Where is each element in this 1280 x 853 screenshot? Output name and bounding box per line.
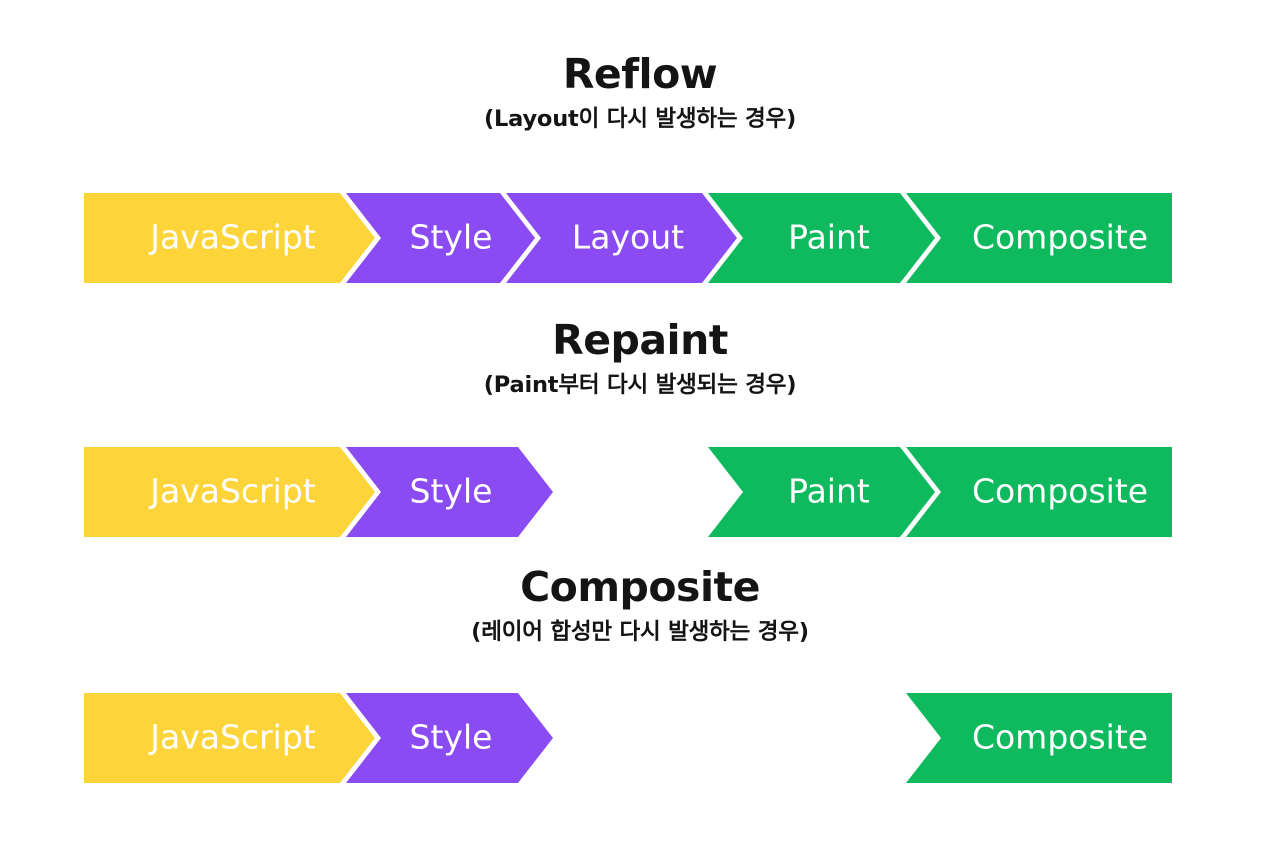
stage-label-javascript: JavaScript	[148, 472, 315, 511]
pipeline-composite: JavaScript Style Composite	[0, 688, 1280, 788]
stage-shape-javascript[interactable]	[84, 693, 375, 783]
stage-shape-style[interactable]	[346, 693, 553, 783]
section-composite: Composite (레이어 합성만 다시 발생하는 경우)	[0, 565, 1280, 645]
stage-shape-paint[interactable]	[708, 447, 935, 537]
stage-shape-paint[interactable]	[708, 193, 935, 283]
stage-shape-javascript[interactable]	[84, 447, 375, 537]
stage-shape-composite[interactable]	[906, 447, 1172, 537]
stage-shape-composite[interactable]	[906, 193, 1172, 283]
pipeline-reflow-svg: JavaScript Style Layout Paint Composite	[84, 193, 1172, 283]
pipeline-composite-svg: JavaScript Style Composite	[84, 693, 1172, 783]
stage-label-composite: Composite	[972, 718, 1148, 757]
reflow-subtitle: (Layout이 다시 발생하는 경우)	[483, 106, 797, 133]
stage-shape-composite[interactable]	[906, 693, 1172, 783]
composite-title: Composite	[520, 563, 760, 611]
stage-shape-javascript[interactable]	[84, 193, 375, 283]
stage-label-composite: Composite	[972, 218, 1148, 257]
reflow-title: Reflow	[562, 50, 718, 98]
pipeline-repaint-svg: JavaScript Style Paint Composite	[84, 447, 1172, 537]
pipeline-repaint: JavaScript Style Paint Composite	[0, 442, 1280, 542]
pipeline-reflow: JavaScript Style Layout Paint Composite	[0, 188, 1280, 288]
repaint-title: Repaint	[552, 316, 728, 364]
stage-label-style: Style	[410, 472, 493, 511]
stage-label-paint: Paint	[788, 218, 870, 257]
stage-label-paint: Paint	[788, 472, 870, 511]
repaint-heading-block: Repaint (Paint부터 다시 발생되는 경우)	[0, 318, 1280, 398]
reflow-heading-block: Reflow (Layout이 다시 발생하는 경우)	[0, 52, 1280, 132]
section-reflow: Reflow (Layout이 다시 발생하는 경우)	[0, 52, 1280, 132]
composite-subtitle: (레이어 합성만 다시 발생하는 경우)	[471, 619, 809, 646]
stage-label-javascript: JavaScript	[148, 218, 315, 257]
stage-shape-layout[interactable]	[506, 193, 737, 283]
stage-label-composite: Composite	[972, 472, 1148, 511]
stage-shape-style[interactable]	[346, 447, 553, 537]
section-repaint: Repaint (Paint부터 다시 발생되는 경우)	[0, 318, 1280, 398]
composite-heading-block: Composite (레이어 합성만 다시 발생하는 경우)	[0, 565, 1280, 645]
repaint-subtitle: (Paint부터 다시 발생되는 경우)	[483, 372, 797, 399]
stage-label-style: Style	[410, 218, 493, 257]
stage-label-javascript: JavaScript	[148, 718, 315, 757]
stage-shape-style[interactable]	[346, 193, 535, 283]
stage-label-layout: Layout	[572, 218, 684, 257]
stage-label-style: Style	[410, 718, 493, 757]
